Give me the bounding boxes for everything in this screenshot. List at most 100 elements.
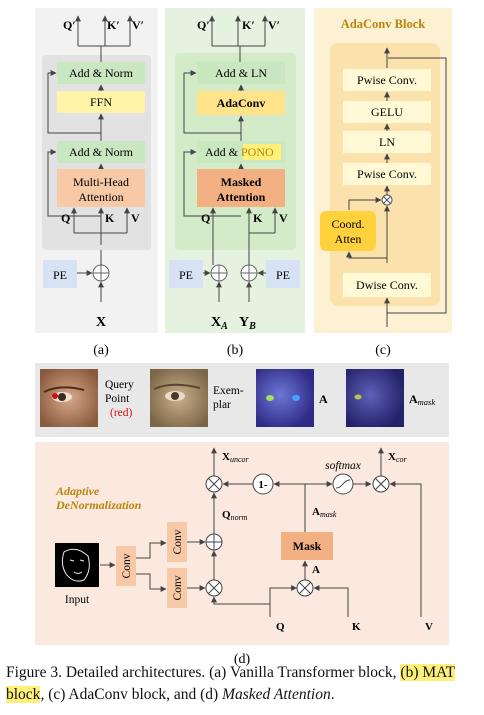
conv-main-box [116,546,136,586]
x-uncor-main: X [222,451,230,463]
adaconv-block-title: AdaConv Block [341,17,425,31]
b-out-q-label: Q′ [197,18,210,32]
input-y-sub: B [248,321,256,332]
gelu-box [343,101,431,123]
b-in-k-label: K [253,211,263,225]
out-k-label: K′ [107,18,120,32]
b-in-v-label: V [279,211,288,225]
input-label: Input [65,594,90,606]
conv-lower-box [167,568,187,608]
ln-box [343,131,431,153]
coord-line2: Atten [335,232,362,246]
a-mask-label: Amask [312,506,337,519]
x-cor-label: Xcor [388,451,408,464]
mask: Mask [293,539,322,553]
ffn-box [57,91,145,113]
exemplar-line1: Exem- [213,385,244,397]
q-norm-main: Q [222,509,231,521]
v-label: V [425,621,433,633]
add-norm-bottom: Add & Norm [69,145,134,159]
a-label: A [319,392,328,406]
one-minus: 1- [258,479,268,491]
a-mask-sub: mask [320,510,337,519]
pe-box [43,260,77,288]
b-out-k-label: K′ [242,18,255,32]
in-q-label: Q [61,211,70,225]
mha-box [57,169,145,207]
panel-c: AdaConv Block Pwise Conv. GELU LN Pwise … [314,8,452,358]
pe: PE [53,268,67,282]
input-yb: YB [239,315,256,332]
adaptive-line2: DeNormalization [55,498,142,512]
input-xa: XA [211,315,228,332]
softmax-label: softmax [325,460,362,472]
caption-end: . [330,686,335,703]
gelu: GELU [371,105,403,119]
panel-a: Q′ K′ V′ Add & Norm FFN Add & Norm Multi… [35,8,158,358]
query-line2: Point [105,393,130,405]
query-red: (red) [110,407,133,419]
q-norm-label: Qnorm [222,509,248,522]
label-a: (a) [93,343,109,358]
panel-d-images: Query Point (red) Exem- plar A Amask [35,363,449,437]
input-y-main: Y [239,315,249,330]
conv-upper: Conv [172,529,184,554]
add-norm-bottom-box [57,141,145,163]
caption-prefix: Figure 3. Detailed architectures. (a) Va… [6,664,397,681]
query-point-marker [52,393,58,399]
masked-attention-box [197,169,285,207]
label-c: (c) [375,343,391,358]
x-cor-sub: cor [396,455,408,464]
a-mask-main: A [312,506,320,518]
panel-b: Q′ K′ V′ Add & LN AdaConv Add & PONO Mas… [165,8,305,358]
pe-right: PE [276,268,290,282]
pe-right-box [266,260,300,288]
x-uncor-sub: uncor [230,455,250,464]
adaptive-line1: Adaptive [55,484,100,498]
conv-lower: Conv [172,575,184,600]
caption-italic: Masked Attention [222,686,331,703]
masked-line2: Attention [217,190,266,204]
amask-main: A [409,392,418,406]
x-cor-main: X [388,451,396,463]
b-in-q-label: Q [201,211,210,225]
pwise-top: Pwise Conv. [357,73,417,87]
mha-line2: Attention [78,190,123,204]
a-label-flow: A [312,564,320,576]
pwise-bottom-box [343,163,431,185]
dwise: Dwise Conv. [356,278,418,292]
mha-line1: Multi-Head [73,175,129,189]
add-norm-top: Add & Norm [69,66,134,80]
out-q-label: Q′ [63,18,76,32]
query-line1: Query [105,379,134,391]
amask-sub: mask [418,397,436,407]
conv-main: Conv [121,553,133,578]
input-x-main: X [211,315,221,330]
caption-middle: , (c) AdaConv block, and (d) [40,686,223,703]
adaconv-box [197,91,285,115]
conv-upper-box [167,522,187,562]
attention-map-a [256,369,314,427]
x-uncor-label: Xuncor [222,451,250,464]
add-pono: Add & PONO [205,145,274,159]
add-norm-top-box [57,62,145,84]
k-label: K [352,621,361,633]
amask-label: Amask [409,392,435,407]
coord-atten-box [320,211,376,251]
add-ln: Add & LN [215,66,267,80]
masked-line1: Masked [221,175,262,189]
pe-left: PE [179,268,193,282]
adaconv: AdaConv [217,96,266,110]
add-ln-box [197,62,285,84]
label-d: (d) [234,652,251,667]
pwise-top-box [343,69,431,91]
b-out-v-label: V′ [268,18,280,32]
add-pono-hl: PONO [241,145,274,159]
dwise-box [343,273,431,297]
ln: LN [379,135,395,149]
q-norm-sub: norm [231,513,248,522]
exemplar-line2: plar [213,399,231,411]
q-label: Q [276,621,285,633]
attention-map-amask [346,369,404,427]
